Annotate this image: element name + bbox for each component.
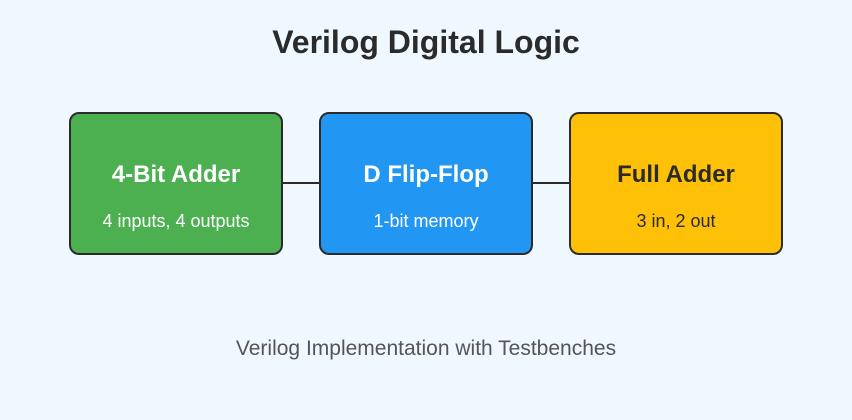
block-subtitle: 1-bit memory xyxy=(373,211,479,231)
diagram-title: Verilog Digital Logic xyxy=(272,24,580,60)
connector-flipflop-fulladder xyxy=(533,182,570,184)
block-title: 4-Bit Adder xyxy=(111,161,241,188)
block-title: D Flip-Flop xyxy=(363,161,489,188)
connector-adder-flipflop xyxy=(283,182,320,184)
block-subtitle: 3 in, 2 out xyxy=(636,211,716,231)
block-d-flip-flop: D Flip-Flop 1-bit memory xyxy=(319,112,533,255)
block-subtitle: 4 inputs, 4 outputs xyxy=(102,211,250,231)
block-full-adder: Full Adder 3 in, 2 out xyxy=(569,112,783,255)
block-title: Full Adder xyxy=(617,161,735,188)
diagram-caption: Verilog Implementation with Testbenches xyxy=(235,337,617,360)
block-4bit-adder: 4-Bit Adder 4 inputs, 4 outputs xyxy=(69,112,283,255)
